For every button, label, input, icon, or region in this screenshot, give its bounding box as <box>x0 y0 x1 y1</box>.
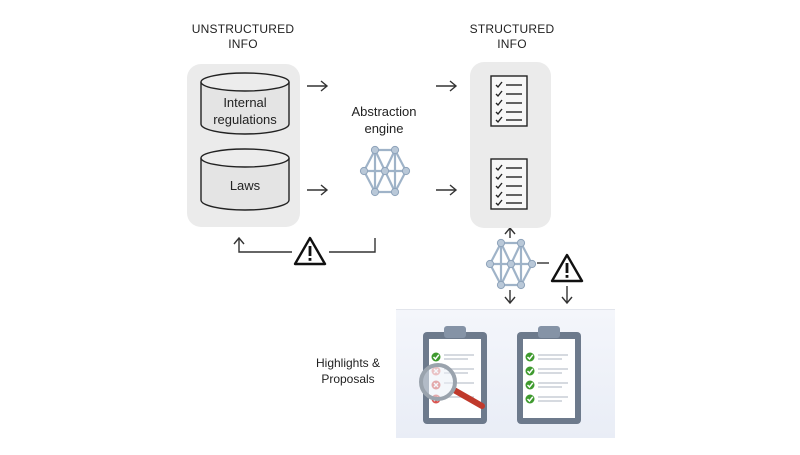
warning-triangle-icon <box>549 252 585 284</box>
magnifying-glass-icon <box>416 362 488 412</box>
source-label-laws: Laws <box>229 178 261 193</box>
source-label-internal-regulations: Internal regulations <box>213 95 277 127</box>
checklist-document-icon <box>490 158 528 210</box>
unstructured-info-heading: UNSTRUCTURED INFO <box>191 22 295 51</box>
checklist-document-icon <box>490 75 528 127</box>
highlights-proposals-image <box>396 309 615 438</box>
database-cylinder-icon <box>200 148 290 212</box>
neural-network-icon <box>485 238 537 290</box>
highlights-proposals-label: Highlights & Proposals <box>315 356 381 386</box>
database-cylinder-icon <box>200 72 290 136</box>
clipboard-icon <box>516 324 582 426</box>
neural-network-icon <box>359 145 411 197</box>
structured-info-heading: STRUCTURED INFO <box>469 22 555 51</box>
warning-triangle-icon <box>292 235 328 267</box>
abstraction-engine-label: Abstraction engine <box>351 104 417 136</box>
